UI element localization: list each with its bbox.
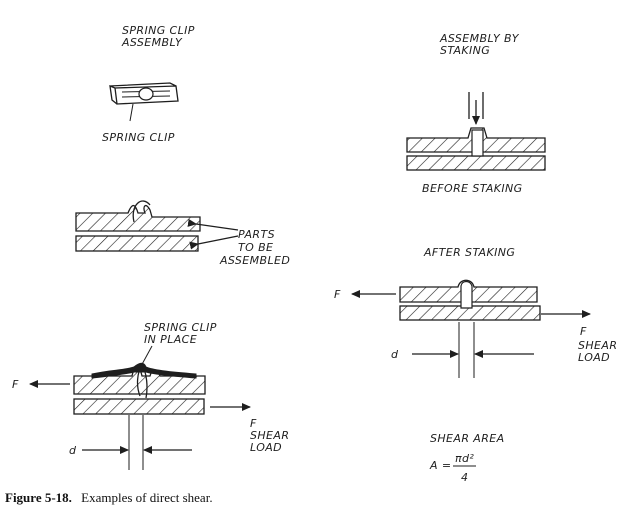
formula-numerator: πd² xyxy=(455,452,474,465)
shear-area-label: SHEAR AREA xyxy=(430,432,505,445)
staking-panel: ASSEMBLY BY STAKING BEFORE STAKING AFTER… xyxy=(334,32,617,484)
shear-area-formula: A = πd² 4 xyxy=(429,452,476,484)
formula-denominator: 4 xyxy=(461,471,468,484)
spring-clip-in-place-drawing xyxy=(29,362,251,470)
before-staking-drawing xyxy=(406,92,546,171)
left-shear-label-line1: SHEAR xyxy=(250,429,289,442)
left-shear-force-label: F xyxy=(250,417,257,430)
parts-label-line3: ASSEMBLED xyxy=(219,254,290,267)
spring-clip-in-place-line2: IN PLACE xyxy=(144,333,197,346)
spring-clip-title-line1: SPRING CLIP xyxy=(122,24,195,37)
spring-clip-drawing xyxy=(109,82,179,122)
spring-clip-in-place-line1: SPRING CLIP xyxy=(144,321,217,334)
spring-clip-label: SPRING CLIP xyxy=(102,131,175,144)
right-shear-label-line2: LOAD xyxy=(578,351,610,364)
right-shear-label-line1: SHEAR xyxy=(578,339,617,352)
spring-clip-panel: SPRING CLIP ASSEMBLY SPRING CLIP PARTS T… xyxy=(12,24,290,470)
parts-label-line1: PARTS xyxy=(238,228,275,241)
figure-caption-text: Examples of direct shear. xyxy=(81,490,212,505)
right-diameter-label: d xyxy=(391,348,399,361)
right-shear-force-label: F xyxy=(580,325,587,338)
figure-number: Figure 5-18. xyxy=(5,490,72,505)
before-staking-label: BEFORE STAKING xyxy=(422,182,523,195)
right-force-label: F xyxy=(334,288,341,301)
formula-lhs: A = xyxy=(429,459,451,472)
left-force-label: F xyxy=(12,378,19,391)
spring-clip-title-line2: ASSEMBLY xyxy=(121,36,183,49)
figure-caption: Figure 5-18. Examples of direct shear. xyxy=(5,490,213,505)
parts-label-line2: TO BE xyxy=(238,241,273,254)
left-diameter-label: d xyxy=(69,444,77,457)
staking-title-line1: ASSEMBLY BY xyxy=(439,32,520,45)
after-staking-label: AFTER STAKING xyxy=(423,246,515,259)
parts-to-be-assembled-drawing xyxy=(75,200,239,252)
after-staking-drawing xyxy=(351,279,591,378)
left-shear-label-line2: LOAD xyxy=(250,441,282,454)
staking-title-line2: STAKING xyxy=(440,44,490,57)
